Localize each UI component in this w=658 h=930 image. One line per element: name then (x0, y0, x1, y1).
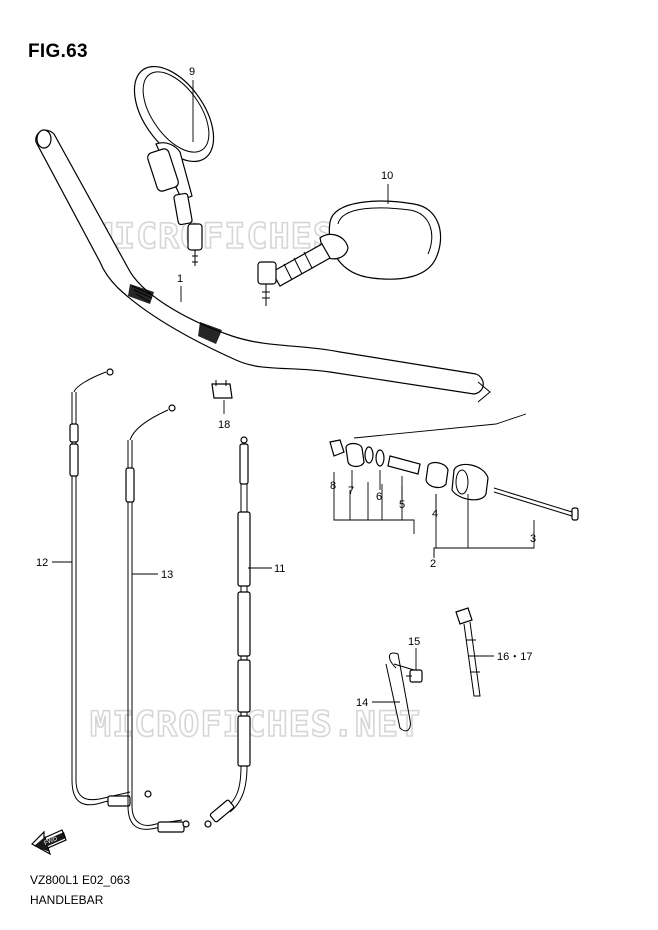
callout-15: 15 (408, 636, 420, 648)
clamp-part-18 (211, 380, 233, 399)
callout-3: 3 (530, 533, 536, 545)
clutch-cable-11 (204, 436, 251, 828)
callout-9: 9 (189, 66, 195, 78)
callout-6: 6 (376, 491, 382, 503)
cable-tie-16-17 (455, 607, 481, 697)
handlebar-knurl-left (128, 284, 154, 304)
throttle-cable-12 (69, 368, 152, 807)
handlebar-knurl-right (198, 322, 222, 344)
callout-16-17: 16・17 (497, 651, 532, 663)
figure-title: FIG.63 (28, 41, 88, 62)
callout-14: 14 (356, 697, 368, 709)
model-code: VZ800L1 E02_063 (30, 873, 131, 887)
callout-10: 10 (381, 170, 393, 182)
callout-5: 5 (399, 499, 405, 511)
callout-11: 11 (274, 563, 285, 575)
fwd-label: FWD (44, 836, 60, 847)
handlebar (35, 129, 491, 403)
callout-18: 18 (218, 419, 230, 431)
callout-1: 1 (177, 273, 183, 285)
mirror-right (257, 200, 442, 306)
bolt-15 (406, 669, 423, 683)
bar-end-assembly (329, 413, 579, 558)
callout-4: 4 (432, 508, 438, 520)
mirror-left (133, 65, 215, 266)
fwd-arrow-icon: FWD (31, 829, 67, 856)
callout-13: 13 (161, 569, 173, 581)
callout-2: 2 (430, 558, 436, 570)
callout-7: 7 (348, 485, 354, 497)
callout-labels: 1 2 3 4 5 6 7 8 9 10 11 12 13 14 15 16・1… (36, 66, 536, 709)
callout-8: 8 (330, 480, 336, 492)
throttle-cable-13 (125, 404, 190, 833)
callout-12: 12 (36, 557, 48, 569)
watermark-bottom: MICROFICHES.NET (90, 705, 421, 745)
cable-clip-14 (385, 652, 415, 732)
section-name: HANDLEBAR (30, 893, 104, 907)
callout-leaders (52, 80, 535, 703)
